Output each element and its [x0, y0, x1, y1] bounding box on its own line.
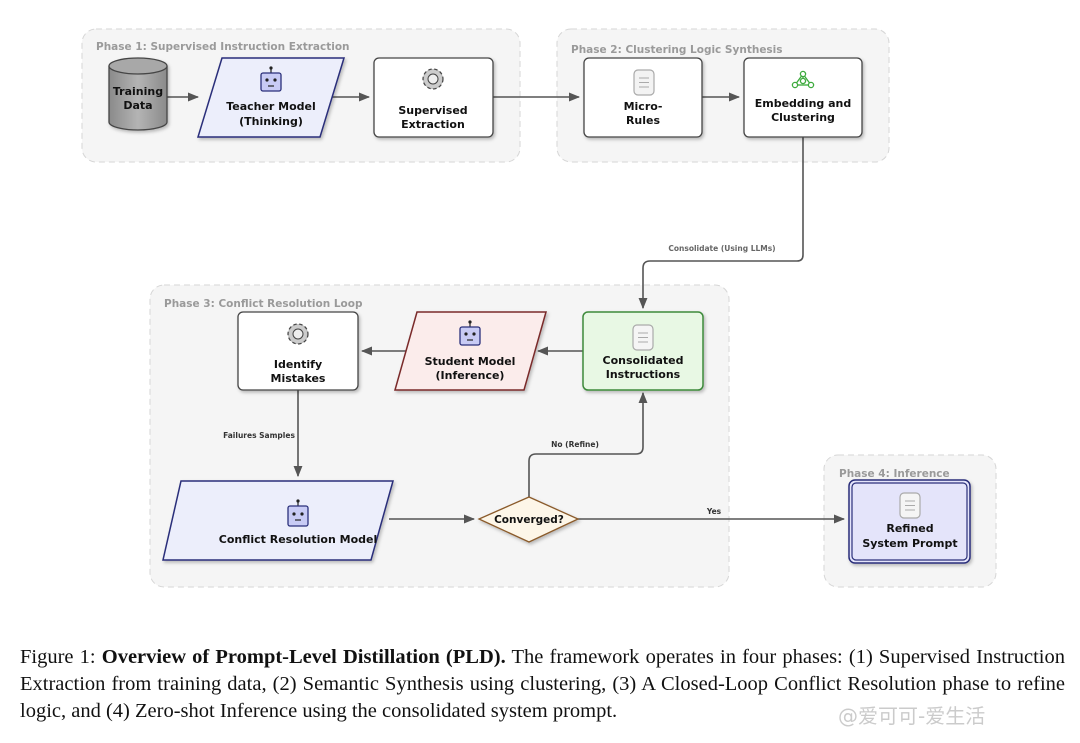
teacher-model-line1: Teacher Model: [226, 100, 316, 113]
student-model-line2: (Inference): [436, 369, 505, 382]
refined-line1: Refined: [886, 522, 933, 535]
caption-body: The framework operates in four phases: (…: [20, 646, 1065, 722]
edge-label-yes: Yes: [706, 507, 722, 516]
cluster-graph-icon: [791, 70, 815, 89]
refined-line2: System Prompt: [862, 537, 957, 550]
training-data-line2: Data: [123, 99, 152, 112]
embedding-line2: Clustering: [771, 111, 835, 124]
document-icon: [632, 324, 654, 351]
caption-title: Overview of Prompt-Level Distillation (P…: [101, 646, 506, 668]
student-model-line1: Student Model: [425, 355, 516, 368]
document-icon: [633, 69, 655, 96]
figure-caption: Figure 1: Overview of Prompt-Level Disti…: [20, 644, 1065, 725]
teacher-model-line2: (Thinking): [239, 115, 303, 128]
watermark: @爱可可-爱生活: [838, 704, 986, 728]
robot-icon: [287, 499, 309, 527]
gear-icon: [422, 68, 444, 90]
pld-diagram: Phase 1: Supervised Instruction Extracti…: [81, 28, 997, 588]
supervised-extraction-line1: Supervised: [398, 104, 467, 117]
micro-rules-line1: Micro-: [624, 100, 663, 113]
edge-label-failures: Failures Samples: [223, 431, 295, 440]
consolidated-line2: Instructions: [606, 368, 681, 381]
robot-icon: [459, 320, 481, 346]
edge-consolidate: [638, 137, 804, 310]
node-embedding-clustering: [743, 57, 863, 138]
phase-1-label: Phase 1: Supervised Instruction Extracti…: [96, 41, 350, 53]
robot-icon: [260, 66, 282, 92]
edge-no-refine: [528, 391, 648, 498]
node-consolidated-instructions: [582, 311, 704, 391]
node-micro-rules: [583, 57, 703, 138]
caption-prefix: Figure 1:: [20, 646, 102, 668]
node-supervised-extraction: [373, 57, 494, 138]
node-conflict-resolution-model: [162, 480, 394, 561]
crm-label: Conflict Resolution Model: [219, 533, 378, 546]
identify-line2: Mistakes: [271, 372, 326, 385]
gear-icon: [287, 323, 309, 345]
node-identify-mistakes: [237, 311, 359, 391]
phase-4-label: Phase 4: Inference: [839, 468, 950, 480]
phase-2-label: Phase 2: Clustering Logic Synthesis: [571, 44, 783, 56]
node-training-data: [108, 57, 168, 131]
edge-label-no-refine: No (Refine): [551, 440, 599, 449]
supervised-extraction-line2: Extraction: [401, 118, 465, 131]
embedding-line1: Embedding and: [755, 97, 852, 110]
node-teacher-model: [196, 57, 346, 138]
converged-label: Converged?: [494, 514, 564, 526]
node-converged: [477, 496, 580, 543]
node-student-model: [394, 311, 547, 391]
node-refined-system-prompt: [848, 479, 971, 564]
consolidated-line1: Consolidated: [603, 354, 684, 367]
micro-rules-line2: Rules: [626, 114, 661, 127]
document-icon: [899, 492, 921, 519]
training-data-line1: Training: [113, 85, 163, 98]
identify-line1: Identify: [274, 358, 322, 371]
edge-label-consolidate: Consolidate (Using LLMs): [668, 244, 775, 253]
phase-3-label: Phase 3: Conflict Resolution Loop: [164, 298, 363, 310]
